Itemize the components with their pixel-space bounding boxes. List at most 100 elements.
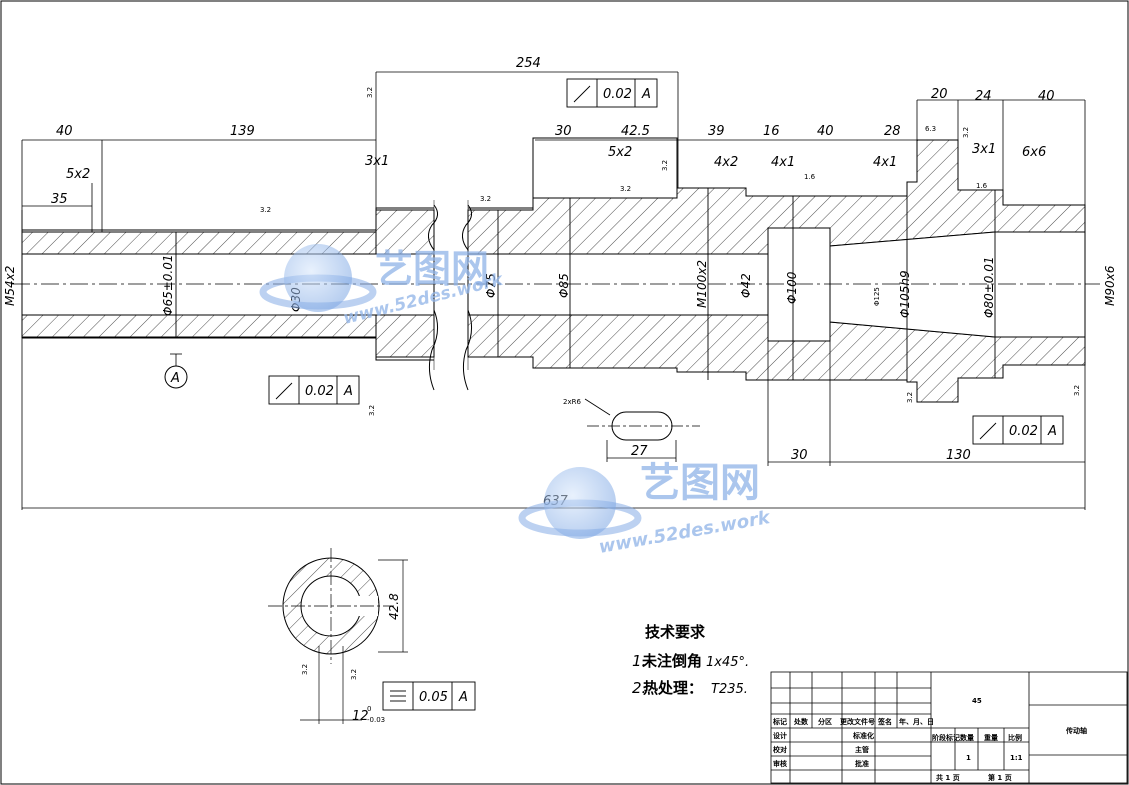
fcf-left: [268, 375, 360, 405]
tb-scale-label: 比例: [1008, 733, 1022, 742]
roughness-32-a: 3.2: [366, 87, 374, 98]
dim-4x1: 4x1: [771, 155, 795, 170]
roughness-32-b: 3.2: [260, 206, 271, 214]
dim-12: 12: [352, 709, 369, 724]
tb-design: 设计: [773, 731, 787, 740]
tb-std: 标准化: [852, 731, 874, 740]
tb-stage: 阶段标记: [932, 733, 960, 742]
dim-phi125: Φ125: [873, 287, 881, 306]
dim-6x6: 6x6: [1022, 145, 1046, 160]
dim-4x1-b: 4x1: [873, 155, 897, 170]
dim-phi42: Φ42: [739, 273, 753, 298]
dim-42-8: 42.8: [387, 593, 401, 620]
dim-4x2: 4x2: [714, 155, 738, 170]
roughness-32-j: 3.2: [301, 664, 309, 675]
fcf-symmetry: [382, 681, 476, 711]
datum-a-label: A: [170, 371, 180, 386]
dim-35: 35: [51, 192, 68, 207]
note1-prefix: 1.: [632, 652, 646, 670]
dim-phi65: Φ65±0.01: [161, 255, 175, 317]
tb-scale: 1:1: [1010, 754, 1023, 762]
roughness-32-i: 3.2: [1073, 385, 1081, 396]
dim-5x2: 5x2: [66, 167, 90, 182]
dim-phi75: Φ75: [484, 273, 498, 298]
tb-chief: 主管: [855, 745, 869, 754]
fcf-top-datum: A: [641, 87, 651, 102]
dim-27: 27: [631, 444, 648, 459]
dim-phi80: Φ80±0.01: [982, 257, 996, 319]
tb-h-sign: 签名: [877, 717, 892, 726]
dim-phi85: Φ85: [557, 273, 571, 298]
roughness-16-a: 1.6: [804, 173, 816, 181]
cross-section-view: [268, 548, 408, 724]
tb-h-zone: 分区: [818, 717, 832, 726]
title-block-texts: 45 传动轴 标记 处数 分区 更改文件号 签名 年、月、日 设计 标准化 校对…: [772, 697, 1087, 782]
dim-40-b: 40: [817, 124, 834, 139]
dim-12-lower-tol: -0.03: [367, 716, 385, 724]
tb-approve: 批准: [855, 759, 869, 768]
dimension-texts: 254 40 139 5x2 35 3x1 30 42.5 5x2 39 4x2…: [3, 56, 1117, 724]
dim-16: 16: [763, 124, 780, 139]
roughness-32-g: 3.2: [368, 405, 376, 416]
roughness-32-c: 3.2: [480, 195, 491, 203]
note1-text: 未注倒角: [641, 652, 702, 670]
tb-h-mark: 标记: [772, 717, 787, 726]
dim-40: 40: [56, 124, 73, 139]
fcf-right: [972, 415, 1064, 445]
dim-130: 130: [946, 448, 971, 463]
dim-139: 139: [230, 124, 255, 139]
tb-h-date: 年、月、日: [899, 717, 934, 726]
keyway-slot: [611, 411, 673, 441]
watermark-url-2: www.52des.work: [597, 507, 772, 558]
datum-a-circle: [164, 365, 188, 389]
dim-m90: M90x6: [1103, 265, 1117, 306]
dim-24: 24: [975, 89, 992, 104]
watermark-2: 艺图网 www.52des.work: [518, 460, 772, 558]
roughness-63: 6.3: [925, 125, 936, 133]
shaft-section: [12, 137, 1100, 403]
dim-2xR6: 2xR6: [563, 398, 581, 406]
dim-30-b: 30: [791, 448, 808, 463]
watermark-brand-2: 艺图网: [640, 460, 760, 506]
fcf-left-value: 0.02: [305, 384, 334, 399]
note2-text: 热处理：: [643, 679, 703, 697]
roughness-32-k: 3.2: [350, 669, 358, 680]
roughness-32-f: 3.2: [962, 127, 970, 138]
dim-30: 30: [555, 124, 572, 139]
tb-review: 审核: [773, 759, 787, 768]
notes-title: 技术要求: [645, 623, 706, 641]
title-block: [770, 671, 1128, 784]
tb-qty: 1: [966, 754, 971, 762]
fcf-right-datum: A: [1047, 424, 1057, 439]
shaft-step-lines: [175, 182, 996, 382]
fcf-right-value: 0.02: [1009, 424, 1038, 439]
fcf-texts: 0.02 A 0.02 A 0.02 A 0.05 A A: [170, 87, 1057, 705]
fcf-top: [566, 78, 658, 108]
dim-42-5: 42.5: [621, 124, 650, 139]
technical-notes: 技术要求 1. 未注倒角 1x45°. 2. 热处理： T235.: [632, 623, 749, 697]
roughness-32-h: 3.2: [906, 392, 914, 403]
tb-sheets-total: 共 1 页: [936, 773, 960, 782]
note1-value: 1x45°.: [706, 655, 749, 670]
note2-prefix: 2.: [632, 679, 646, 697]
dim-3x1: 3x1: [365, 154, 389, 169]
note2-value: T235.: [711, 682, 748, 697]
roughness-marks: 3.2 3.2 3.2 3.2 3.2 1.6 6.3 3.2 1.6 3.2 …: [260, 87, 1081, 680]
dim-3x1-b: 3x1: [972, 142, 996, 157]
dim-5x2-b: 5x2: [608, 145, 632, 160]
tb-qty-label: 数量: [960, 733, 974, 742]
fcf-left-datum: A: [343, 384, 353, 399]
dim-39: 39: [708, 124, 725, 139]
dim-m100: M100x2: [695, 260, 709, 308]
dim-28: 28: [884, 124, 901, 139]
dim-20: 20: [931, 87, 948, 102]
dim-40-c: 40: [1038, 89, 1055, 104]
tb-weight: 重量: [984, 733, 998, 742]
roughness-32-d: 3.2: [620, 185, 631, 193]
roughness-32-e: 3.2: [661, 160, 669, 171]
fcf-top-value: 0.02: [603, 87, 632, 102]
tb-material: 45: [972, 697, 982, 705]
dim-phi105: Φ105h9: [898, 270, 912, 318]
